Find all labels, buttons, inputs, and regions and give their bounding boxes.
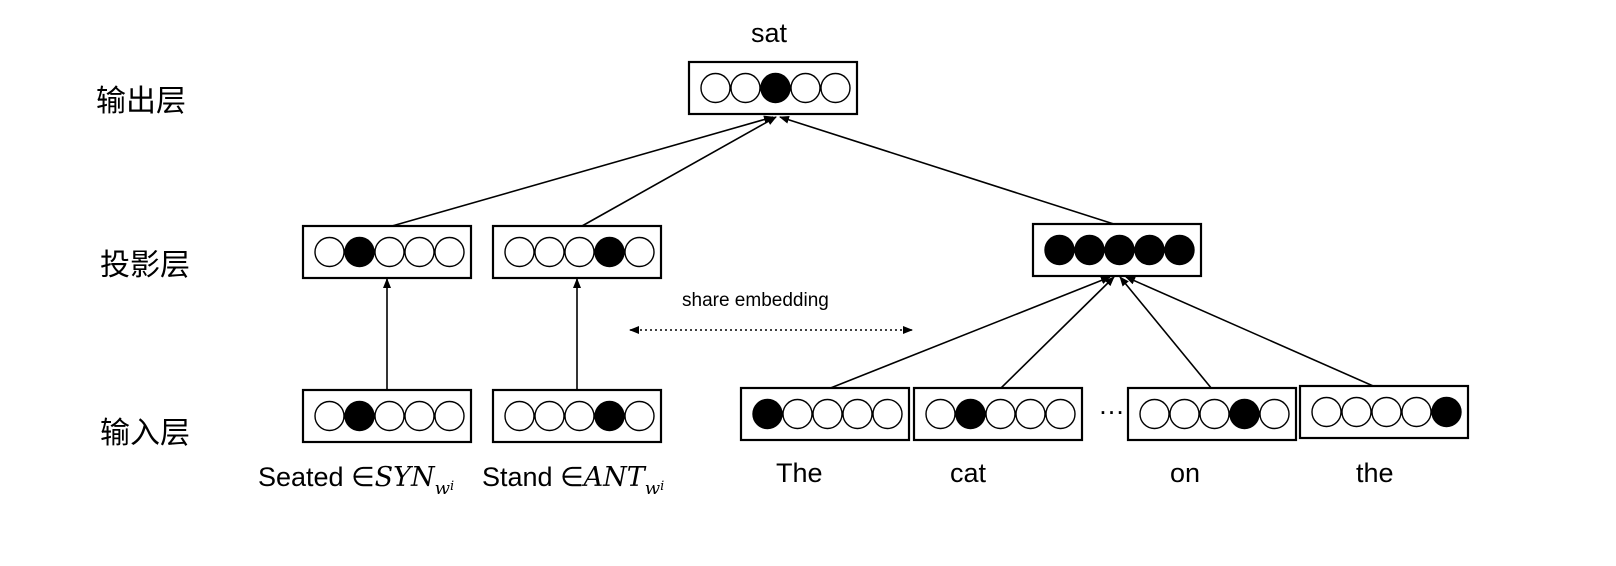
vector-in-stand xyxy=(491,388,663,444)
vector-cell-empty xyxy=(1311,396,1342,428)
vector-cell-empty xyxy=(434,236,465,268)
vector-in-cat xyxy=(912,386,1084,442)
input-word-on: on xyxy=(1170,458,1201,488)
vector-cell-empty xyxy=(314,400,345,432)
i-subscript: i xyxy=(660,479,665,494)
arrow-proj-ctx-to-output xyxy=(779,115,1121,227)
vector-cell-empty xyxy=(842,398,873,430)
vector-cell-filled xyxy=(344,400,375,432)
vector-cell-empty xyxy=(1371,396,1402,428)
vector-cell-empty xyxy=(404,400,435,432)
input-word-the2: the xyxy=(1356,458,1394,488)
vector-cell-filled xyxy=(594,236,625,268)
vector-cell-filled xyxy=(594,400,625,432)
vector-cell-empty xyxy=(790,72,821,104)
vector-cell-empty xyxy=(700,72,731,104)
vector-cell-empty xyxy=(1259,398,1290,430)
vector-cell-empty xyxy=(534,400,565,432)
vector-cell-empty xyxy=(1169,398,1200,430)
vector-cell-empty xyxy=(730,72,761,104)
ellipsis: … xyxy=(1098,390,1125,420)
vector-cell-empty xyxy=(624,236,655,268)
vector-cell-filled xyxy=(1431,396,1462,428)
vector-cell-empty xyxy=(812,398,843,430)
syn-symbol: SYN xyxy=(374,462,435,493)
stand-text: Stand xyxy=(482,462,553,492)
vector-cell-empty xyxy=(404,236,435,268)
vector-cell-empty xyxy=(1199,398,1230,430)
vector-cell-empty xyxy=(504,400,535,432)
arrow-in-cat-to-proj xyxy=(999,276,1115,390)
vector-cell-filled xyxy=(1104,234,1135,266)
element-of-symbol: ∈ xyxy=(351,462,375,492)
vector-cell-empty xyxy=(820,72,851,104)
vector-cell-empty xyxy=(925,398,956,430)
input-word-cat: cat xyxy=(950,458,987,488)
vector-cell-empty xyxy=(374,400,405,432)
layer-label-projection: 投影层 xyxy=(100,248,190,283)
w-subscript: w xyxy=(644,478,661,499)
vector-cell-filled xyxy=(1074,234,1105,266)
vector-cell-empty xyxy=(374,236,405,268)
arrow-in-the2-to-proj xyxy=(1125,276,1381,390)
arrow-proj-syn-to-output xyxy=(391,115,774,227)
layer-label-input: 输入层 xyxy=(100,416,190,451)
vector-cell-empty xyxy=(985,398,1016,430)
vector-cell-empty xyxy=(564,236,595,268)
vector-cell-empty xyxy=(624,400,655,432)
vector-in-on xyxy=(1126,386,1298,442)
element-of-symbol: ∈ xyxy=(560,462,584,492)
vector-proj-syn xyxy=(301,224,473,280)
vector-cell-empty xyxy=(1341,396,1372,428)
share-embedding-label: share embedding xyxy=(682,290,829,311)
arrow-proj-ant-to-output xyxy=(581,116,777,227)
vector-cell-empty xyxy=(872,398,903,430)
vector-cell-filled xyxy=(752,398,783,430)
vector-cell-empty xyxy=(1045,398,1076,430)
vector-cell-empty xyxy=(504,236,535,268)
input-word-stand: Stand ∈ANTwi xyxy=(482,462,665,499)
vector-cell-filled xyxy=(760,72,791,104)
vector-cell-empty xyxy=(1139,398,1170,430)
vector-cell-empty xyxy=(1401,396,1432,428)
vector-cell-empty xyxy=(564,400,595,432)
vector-cell-filled xyxy=(1229,398,1260,430)
vector-cell-empty xyxy=(534,236,565,268)
input-word-the: The xyxy=(776,458,823,488)
vector-proj-ctx xyxy=(1031,222,1203,278)
vector-in-seated xyxy=(301,388,473,444)
vector-cell-filled xyxy=(1044,234,1075,266)
vector-cell-empty xyxy=(314,236,345,268)
vector-cell-empty xyxy=(434,400,465,432)
vector-in-the xyxy=(739,386,911,442)
input-word-seated: Seated ∈SYNwi xyxy=(258,462,455,499)
vector-cell-filled xyxy=(1164,234,1195,266)
w-subscript: w xyxy=(434,478,450,499)
arrow-in-the-to-proj xyxy=(827,276,1111,390)
vector-in-the2 xyxy=(1298,384,1470,440)
vector-output xyxy=(687,60,859,116)
vector-proj-ant xyxy=(491,224,663,280)
vector-cell-empty xyxy=(782,398,813,430)
output-word: sat xyxy=(751,18,788,48)
vector-cell-filled xyxy=(344,236,375,268)
vector-cell-filled xyxy=(1134,234,1165,266)
vector-cell-empty xyxy=(1015,398,1046,430)
i-subscript: i xyxy=(450,479,455,494)
seated-text: Seated xyxy=(258,462,344,492)
ant-symbol: ANT xyxy=(583,462,645,493)
layer-label-output: 输出层 xyxy=(96,84,186,119)
vector-cell-filled xyxy=(955,398,986,430)
arrow-in-on-to-proj xyxy=(1119,276,1213,390)
